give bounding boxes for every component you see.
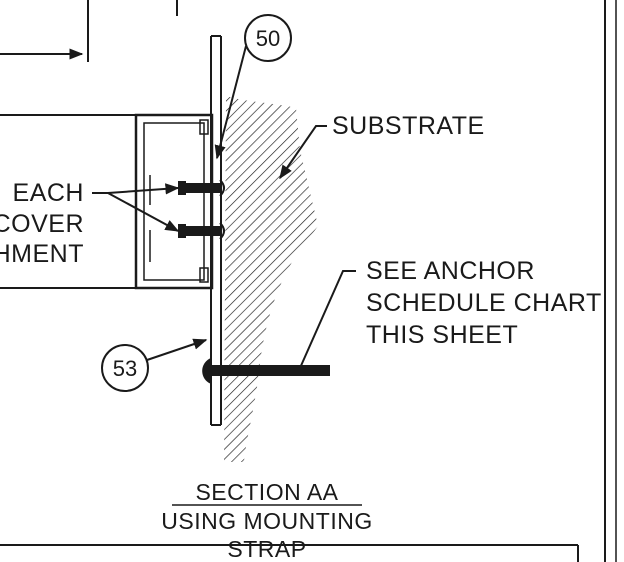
screw-note-line-1: EACH: [13, 179, 84, 207]
section-subtitle-line-1: USING MOUNTING: [161, 508, 372, 534]
cover-extrusion: [0, 113, 214, 290]
anchor-note-line-1: SEE ANCHOR: [366, 257, 535, 285]
bottom-border: [0, 544, 579, 562]
anchor-note-line-2: SCHEDULE CHART: [366, 289, 602, 317]
substrate-label: SUBSTRATE: [332, 112, 485, 140]
sheet-border: [604, 0, 617, 562]
substrate-leader: [279, 125, 327, 180]
dimension-leader: [0, 0, 178, 62]
callout-50: [214, 14, 292, 160]
callout-50-number: 50: [256, 26, 280, 51]
screw-note-line-2: COVER: [0, 210, 84, 238]
anchor-note-leader: [299, 270, 356, 369]
anchor-note-line-3: THIS SHEET: [366, 321, 518, 349]
screw-note-line-3: HMENT: [0, 240, 84, 268]
screw-upper: [178, 179, 225, 197]
callout-53: [101, 338, 208, 392]
callout-53-number: 53: [113, 356, 137, 381]
screw-note-leader: [92, 183, 180, 232]
screw-lower: [178, 222, 225, 240]
section-title: SECTION AA: [195, 479, 338, 505]
substrate-hatch: [224, 96, 318, 462]
section-subtitle-line-2: STRAP: [227, 536, 306, 562]
anchor-bolt: [202, 358, 330, 384]
